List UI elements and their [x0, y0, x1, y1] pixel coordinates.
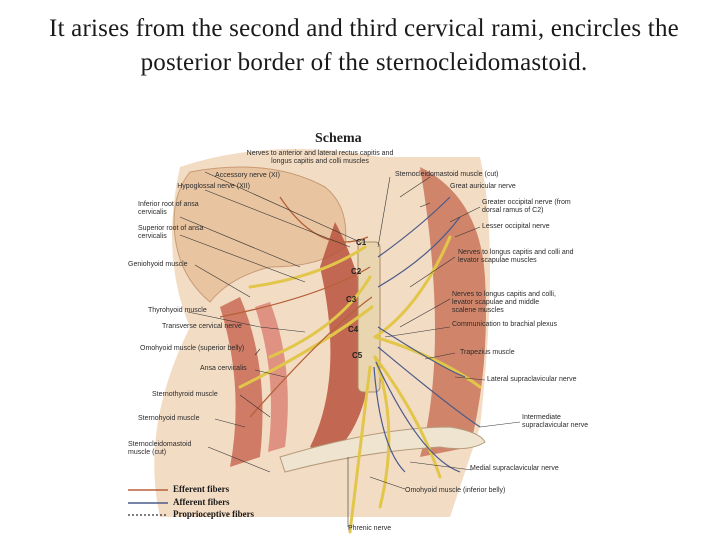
label-ansa-cervicalis: Ansa cervicalis: [200, 365, 247, 372]
label-trapezius: Trapezius muscle: [460, 349, 515, 356]
level-c3: C3: [346, 295, 357, 304]
label-sternocleidomastoid-cut-left: Sternocleidomastoid muscle (cut): [128, 441, 192, 456]
slide-title: It arises from the second and third cerv…: [49, 15, 679, 76]
label-medial-supraclavicular: Medial supraclavicular nerve: [470, 465, 559, 472]
label-hypoglossal-nerve: Hypoglossal nerve (XII): [177, 183, 250, 190]
anatomy-illustration: [128, 149, 521, 534]
label-thyrohyoid: Thyrohyoid muscle: [148, 307, 207, 314]
level-c2: C2: [351, 267, 362, 276]
cervical-plexus-figure: Schema C1 C2 C3 C4 C5 Nerves to anterior…: [120, 127, 610, 542]
label-intermediate-supraclavicular: Intermediate supraclavicular nerve: [522, 414, 589, 429]
label-transverse-cervical-nerve: Transverse cervical nerve: [162, 323, 242, 330]
level-c5: C5: [352, 351, 363, 360]
label-omohyoid-inferior: Omohyoid muscle (inferior belly): [405, 487, 506, 494]
label-nerves-longus-scalene: Nerves to longus capitis and colli, leva…: [452, 291, 556, 314]
label-superior-root-ansa: Superior root of ansa cervicalis: [138, 225, 204, 240]
label-phrenic-nerve: Phrenic nerve: [348, 525, 392, 532]
label-sternothyroid: Sternothyroid muscle: [152, 391, 218, 398]
label-geniohyoid: Geniohyoid muscle: [128, 261, 188, 268]
label-nerves-rectus-capitis: Nerves to anterior and lateral rectus ca…: [246, 150, 394, 165]
label-greater-occipital: Greater occipital nerve (from dorsal ram…: [482, 199, 571, 214]
label-lesser-occipital: Lesser occipital nerve: [482, 223, 550, 230]
label-inferior-root-ansa: Inferior root of ansa cervicalis: [138, 201, 199, 216]
figure-heading: Schema: [315, 131, 362, 146]
level-c4: C4: [348, 325, 359, 334]
legend-afferent: Afferent fibers: [173, 497, 230, 507]
level-c1: C1: [356, 238, 367, 247]
label-communication-brachial: Communication to brachial plexus: [452, 321, 558, 328]
legend-efferent: Efferent fibers: [173, 484, 230, 494]
legend-proprioceptive: Proprioceptive fibers: [173, 509, 255, 519]
label-nerves-longus-levator: Nerves to longus capitis and colli and l…: [458, 249, 574, 264]
label-sternocleidomastoid-cut-right: Sternocleidomastoid muscle (cut): [395, 171, 499, 178]
label-lateral-supraclavicular: Lateral supraclavicular nerve: [487, 376, 577, 383]
label-omohyoid-superior: Omohyoid muscle (superior belly): [140, 345, 245, 352]
label-sternohyoid: Sternohyoid muscle: [138, 415, 200, 422]
label-accessory-nerve: Accessory nerve (XI): [215, 172, 280, 179]
label-great-auricular: Great auricular nerve: [450, 183, 516, 190]
